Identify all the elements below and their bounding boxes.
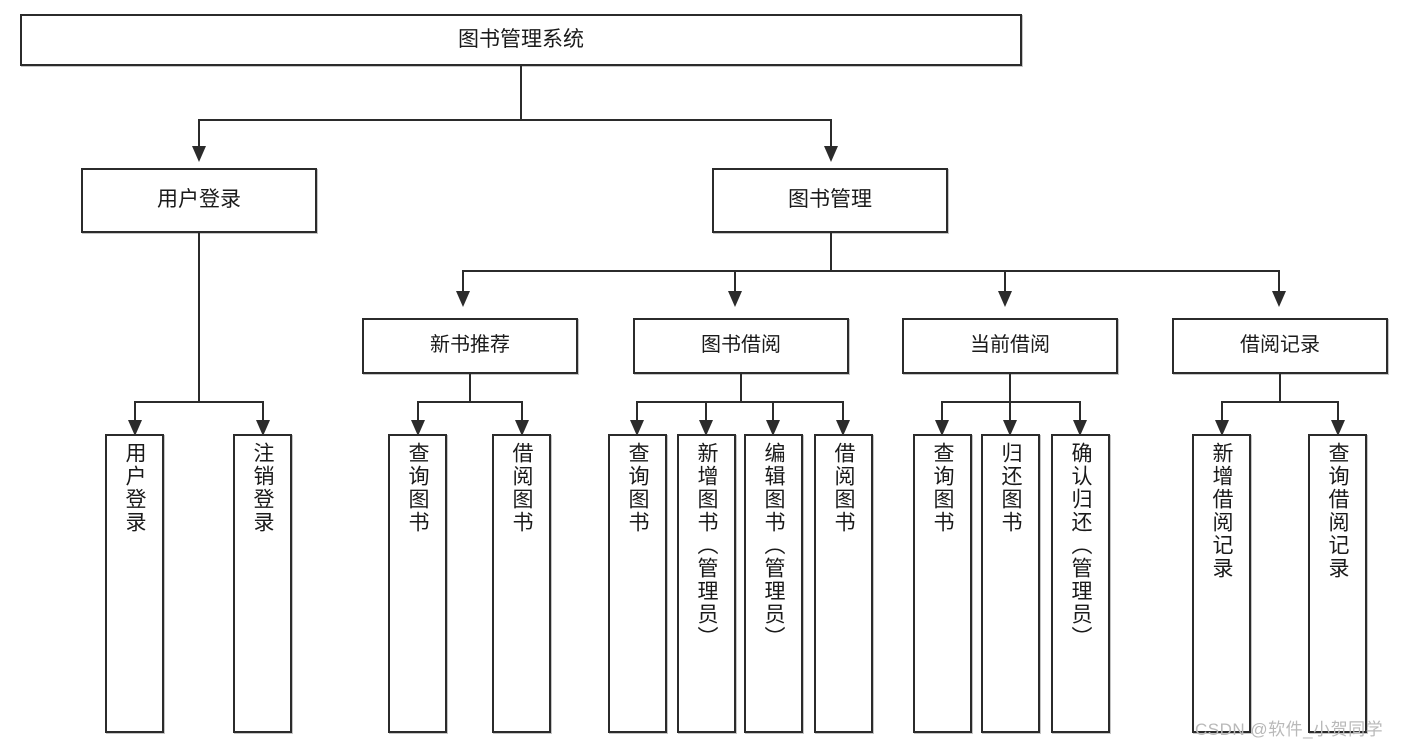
connector-new-book-right	[521, 401, 523, 423]
node-label: 借阅图书	[832, 442, 855, 534]
node-borrow-record[interactable]: 借阅记录	[1172, 318, 1388, 374]
arrow-to-leaf-query-record	[1331, 420, 1345, 436]
connector-current-borrow-c1	[941, 401, 943, 423]
connector-borrow-record-stem	[1279, 374, 1281, 402]
node-label: 新增借阅记录	[1210, 442, 1233, 580]
connector-book-borrow-bus	[636, 401, 844, 403]
connector-borrow-record-bus	[1221, 401, 1339, 403]
arrow-to-leaf-logout	[256, 420, 270, 436]
leaf-borrow-borrow-book[interactable]: 借阅图书	[814, 434, 873, 733]
arrow-to-leaf-query-book-1	[411, 420, 425, 436]
leaf-current-return-book[interactable]: 归还图书	[981, 434, 1040, 733]
leaf-record-query-record[interactable]: 查询借阅记录	[1308, 434, 1367, 733]
node-user-login[interactable]: 用户登录	[81, 168, 317, 233]
leaf-borrow-query-book[interactable]: 查询图书	[608, 434, 667, 733]
connector-book-manage-bus	[462, 270, 1280, 272]
connector-borrow-record-right	[1337, 401, 1339, 423]
arrow-to-leaf-confirm-return	[1073, 420, 1087, 436]
connector-book-borrow-c3	[772, 401, 774, 423]
arrow-to-leaf-add-book	[699, 420, 713, 436]
arrow-to-user-login	[192, 146, 206, 162]
connector-book-borrow-c1	[636, 401, 638, 423]
arrow-to-leaf-query-book-2	[630, 420, 644, 436]
connector-book-borrow-stem	[740, 374, 742, 402]
node-label: 当前借阅	[970, 334, 1050, 357]
connector-to-borrow-record	[1278, 270, 1280, 294]
leaf-record-add-record[interactable]: 新增借阅记录	[1192, 434, 1251, 733]
node-current-borrow[interactable]: 当前借阅	[902, 318, 1118, 374]
arrow-to-leaf-borrow-book-2	[836, 420, 850, 436]
arrow-to-leaf-edit-book	[766, 420, 780, 436]
node-label: 查询图书	[931, 442, 954, 534]
connector-current-borrow-stem	[1009, 374, 1011, 402]
arrow-to-book-borrow	[728, 291, 742, 307]
connector-book-manage-stem	[830, 233, 832, 271]
leaf-current-confirm-return-admin[interactable]: 确认归还（管理员）	[1051, 434, 1110, 733]
connector-root-to-user-login	[198, 119, 200, 149]
node-label: 新书推荐	[430, 334, 510, 357]
arrow-to-leaf-query-book-3	[935, 420, 949, 436]
connector-user-login-bus	[134, 401, 264, 403]
connector-root-to-book-manage	[830, 119, 832, 149]
connector-root-bus	[198, 119, 832, 121]
node-label: 图书借阅	[701, 334, 781, 357]
connector-to-current-borrow	[1004, 270, 1006, 294]
node-book-borrow[interactable]: 图书借阅	[633, 318, 849, 374]
leaf-new-book-borrow-book[interactable]: 借阅图书	[492, 434, 551, 733]
connector-current-borrow-c2	[1009, 401, 1011, 423]
connector-current-borrow-bus	[941, 401, 1081, 403]
node-root-system[interactable]: 图书管理系统	[20, 14, 1022, 66]
node-new-book-recommend[interactable]: 新书推荐	[362, 318, 578, 374]
leaf-borrow-add-book-admin[interactable]: 新增图书（管理员）	[677, 434, 736, 733]
leaf-current-query-book[interactable]: 查询图书	[913, 434, 972, 733]
connector-new-book-left	[417, 401, 419, 423]
node-label: 查询图书	[406, 442, 429, 534]
arrow-to-leaf-user-login	[128, 420, 142, 436]
arrow-to-borrow-record	[1272, 291, 1286, 307]
connector-user-login-left	[134, 401, 136, 423]
connector-book-borrow-c4	[842, 401, 844, 423]
node-label: 编辑图书（管理员）	[762, 442, 785, 649]
node-book-manage[interactable]: 图书管理	[712, 168, 948, 233]
node-label: 用户登录	[123, 442, 146, 534]
arrow-to-current-borrow	[998, 291, 1012, 307]
leaf-user-login[interactable]: 用户登录	[105, 434, 164, 733]
leaf-new-book-query-book[interactable]: 查询图书	[388, 434, 447, 733]
node-label: 注销登录	[251, 442, 274, 534]
connector-book-borrow-c2	[705, 401, 707, 423]
node-label: 归还图书	[999, 442, 1022, 534]
connector-borrow-record-left	[1221, 401, 1223, 423]
node-label: 确认归还（管理员）	[1069, 442, 1092, 649]
node-label: 图书管理	[788, 188, 872, 212]
connector-new-book-bus	[417, 401, 523, 403]
connector-to-new-book	[462, 270, 464, 294]
connector-user-login-right	[262, 401, 264, 423]
connector-current-borrow-c3	[1079, 401, 1081, 423]
connector-user-login-stem	[198, 233, 200, 403]
node-label: 借阅图书	[510, 442, 533, 534]
leaf-borrow-edit-book-admin[interactable]: 编辑图书（管理员）	[744, 434, 803, 733]
connector-new-book-stem	[469, 374, 471, 402]
connector-root-stem	[520, 66, 522, 119]
node-label: 借阅记录	[1240, 334, 1320, 357]
leaf-logout[interactable]: 注销登录	[233, 434, 292, 733]
arrow-to-new-book	[456, 291, 470, 307]
node-label: 查询图书	[626, 442, 649, 534]
connector-to-book-borrow	[734, 270, 736, 294]
arrow-to-leaf-add-record	[1215, 420, 1229, 436]
node-label: 图书管理系统	[458, 27, 584, 51]
arrow-to-leaf-borrow-book-1	[515, 420, 529, 436]
node-label: 查询借阅记录	[1326, 442, 1349, 580]
arrow-to-book-manage	[824, 146, 838, 162]
arrow-to-leaf-return-book	[1003, 420, 1017, 436]
node-label: 新增图书（管理员）	[695, 442, 718, 649]
node-label: 用户登录	[157, 188, 241, 212]
